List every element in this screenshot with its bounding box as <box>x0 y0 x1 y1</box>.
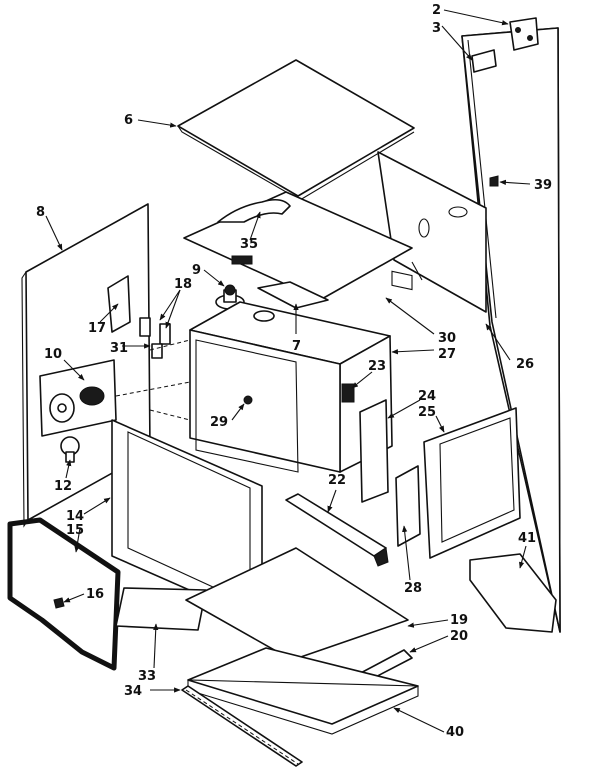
back-wall-panel <box>377 151 487 313</box>
right-side-panel <box>423 407 521 559</box>
hinge-bracket <box>509 17 539 51</box>
callout-30: 30 <box>438 331 456 346</box>
callout-3: 3 <box>432 21 441 36</box>
callout-2: 2 <box>432 3 441 18</box>
rear-panel <box>461 27 561 633</box>
callout-23: 23 <box>368 359 386 374</box>
callout-35: 35 <box>240 237 258 252</box>
callout-20: 20 <box>450 629 468 644</box>
callout-15: 15 <box>66 523 84 538</box>
door-gasket <box>7 517 121 671</box>
leader-lines <box>45 9 531 733</box>
screw <box>489 175 499 187</box>
callout-10: 10 <box>44 347 62 362</box>
callout-25: 25 <box>418 405 436 420</box>
callout-22: 22 <box>328 473 346 488</box>
side-bracket <box>359 399 421 547</box>
mounting-bracket <box>469 553 557 633</box>
callout-31: 31 <box>110 341 128 356</box>
callout-16: 16 <box>86 587 104 602</box>
callout-33: 33 <box>138 669 156 684</box>
bottom-panel <box>185 547 409 661</box>
callout-12: 12 <box>54 479 72 494</box>
support-rail <box>285 493 389 567</box>
callout-27: 27 <box>438 347 456 362</box>
callout-39: 39 <box>534 178 552 193</box>
callout-9: 9 <box>192 263 201 278</box>
light-socket-assembly <box>39 359 117 437</box>
callout-29: 29 <box>210 415 228 430</box>
callout-41: 41 <box>518 531 536 546</box>
callout-17: 17 <box>88 321 106 336</box>
callout-7: 7 <box>292 339 301 354</box>
bottom-trim <box>115 587 207 631</box>
callout-26: 26 <box>516 357 534 372</box>
heat-shield <box>257 281 329 309</box>
cover-plate <box>471 49 497 73</box>
callout-labels: 2 3 6 39 8 35 9 18 17 31 7 30 27 26 10 2… <box>36 3 552 740</box>
door-switch-bracket <box>107 275 171 359</box>
duct-shelf <box>183 191 413 301</box>
callout-18: 18 <box>174 277 192 292</box>
assembly-guides <box>115 339 191 421</box>
callout-24: 24 <box>418 389 436 404</box>
vent-grille <box>181 685 303 767</box>
light-bulb <box>60 436 80 463</box>
callout-6: 6 <box>124 113 133 128</box>
top-panel <box>177 59 415 201</box>
callout-8: 8 <box>36 205 45 220</box>
callout-40: 40 <box>446 725 464 740</box>
callout-28: 28 <box>404 581 422 596</box>
callout-19: 19 <box>450 613 468 628</box>
callout-14: 14 <box>66 509 84 524</box>
callout-34: 34 <box>124 684 142 699</box>
